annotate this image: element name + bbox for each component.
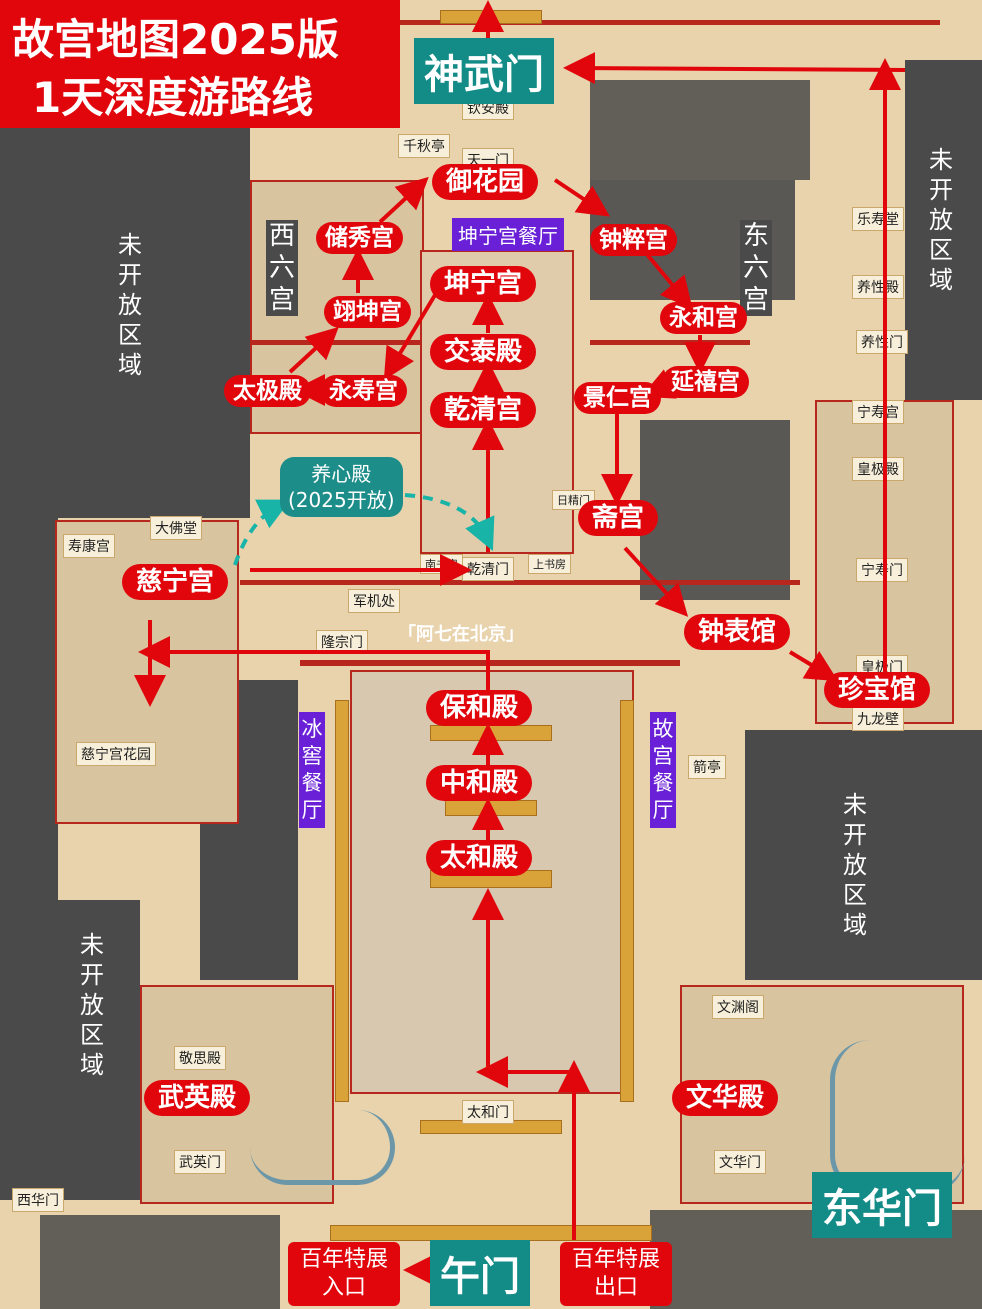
watermark: 「阿七在北京」 <box>398 624 524 645</box>
closed-zone-northwest <box>0 128 250 518</box>
label-junjichu: 军机处 <box>348 589 400 613</box>
wall-qianqing-row <box>240 580 800 585</box>
title-banner: 故宫地图2025版 1天深度游路线 <box>0 0 400 128</box>
label-yangxingmen: 养性门 <box>856 330 908 354</box>
arrow-yuhua-to-zhongcui <box>553 178 610 217</box>
label-jiulongbi: 九龙壁 <box>852 707 904 731</box>
exhibition-entry-line2: 入口 <box>322 1275 367 1300</box>
gate-wumen: 午门 <box>430 1240 530 1306</box>
yangxindian-line2: (2025开放) <box>288 488 395 512</box>
restaurant-bingjiao: 冰窖餐厅 <box>299 712 325 828</box>
label-leshoutang: 乐寿堂 <box>852 207 904 231</box>
stop-chuxiugong: 储秀宫 <box>316 222 403 254</box>
label-wuyingmen: 武英门 <box>174 1150 226 1174</box>
stop-zhongbiaoguan: 钟表馆 <box>684 614 791 650</box>
arrow-shenwumen-entry <box>563 52 906 85</box>
label-dafotang: 大佛堂 <box>150 516 202 540</box>
label-shoukanggong: 寿康宫 <box>63 534 115 558</box>
exhibition-exit-line1: 百年特展 <box>572 1247 661 1272</box>
label-cininggong-huayuan: 慈宁宫花园 <box>76 742 156 766</box>
stop-wenhuadian: 文华殿 <box>672 1080 779 1116</box>
closed-zone-southwest <box>0 900 140 1200</box>
stop-baohedian: 保和殿 <box>426 690 533 726</box>
stop-yanxigong: 延禧宫 <box>662 366 749 398</box>
gate-donghuamen: 东华门 <box>812 1172 952 1238</box>
closed-zone-northeast <box>905 60 982 400</box>
stop-yuhuayuan: 御花园 <box>432 164 539 200</box>
label-qianqiuting: 千秋亭 <box>398 134 450 158</box>
arrow-baohedian-to-cining <box>138 636 490 690</box>
exhibition-exit: 百年特展 出口 <box>560 1242 673 1306</box>
stop-taihedian: 太和殿 <box>426 840 533 876</box>
stop-zhonghedian: 中和殿 <box>426 765 533 801</box>
closed-area-label-sw: 未开放区域 <box>80 931 104 1079</box>
stop-yongshougong: 永寿宫 <box>320 375 407 407</box>
west-six-palaces-label: 西六宫 <box>266 220 298 316</box>
label-yangxingdian: 养性殿 <box>852 275 904 299</box>
closed-zone-east <box>745 730 982 980</box>
label-taihemen: 太和门 <box>462 1100 514 1124</box>
arrow-kunning-to-yongshou <box>383 288 440 381</box>
stop-kunninggong: 坤宁宫 <box>430 266 537 302</box>
wall-east-six <box>590 340 750 345</box>
roof-east-row <box>620 700 634 1102</box>
closed-area-label-ne: 未开放区域 <box>929 146 953 294</box>
roof-west-row <box>335 700 349 1102</box>
arrow-zhongbiao-to-zhenbao <box>788 650 839 682</box>
label-jianting: 箭亭 <box>688 755 726 779</box>
closed-zone-north-center <box>590 80 810 180</box>
label-wenhuamen: 文华门 <box>714 1150 766 1174</box>
stop-cininggong: 慈宁宫 <box>122 564 229 600</box>
closed-zone-center-east <box>640 420 790 600</box>
restaurant-gugong: 故宫餐厅 <box>650 712 676 828</box>
stop-qianqinggong: 乾清宫 <box>430 392 537 428</box>
label-huangjidian: 皇极殿 <box>852 457 904 481</box>
stop-jingrengong: 景仁宫 <box>574 382 661 414</box>
stop-taijidian: 太极殿 <box>224 375 311 407</box>
arrow-chuxiu-to-yuhua <box>378 176 429 224</box>
river-west <box>250 1110 395 1185</box>
closed-zone-southwest-low <box>40 1215 280 1309</box>
arrow-zhai-to-zhongbiao <box>623 546 689 617</box>
label-ningshoumen: 宁寿门 <box>856 558 908 582</box>
exhibition-entry-line1: 百年特展 <box>300 1247 389 1272</box>
wall-north <box>400 20 940 25</box>
stop-zhaigong: 斋宫 <box>578 500 659 536</box>
stop-yonghegong: 永和宫 <box>660 302 747 334</box>
label-xihuamen: 西华门 <box>12 1188 64 1212</box>
stop-zhongcuigong: 钟粹宫 <box>590 224 677 256</box>
stop-yikungong: 翊坤宫 <box>324 296 411 328</box>
label-jingsidian: 敬思殿 <box>174 1046 226 1070</box>
stop-jiaotaidian: 交泰殿 <box>430 334 537 370</box>
arrow-zhongcui-to-yonghe <box>643 250 693 310</box>
exhibition-exit-line2: 出口 <box>594 1275 639 1300</box>
title-line-2: 1天深度游路线 <box>32 73 314 122</box>
stop-zhenbaoguan: 珍宝馆 <box>824 672 931 708</box>
restaurant-kunning: 坤宁宫餐厅 <box>452 218 564 251</box>
yangxindian-line1: 养心殿 <box>311 462 372 486</box>
stop-wuyingdian: 武英殿 <box>144 1080 251 1116</box>
closed-area-label-e: 未开放区域 <box>843 791 867 939</box>
exhibition-entry: 百年特展 入口 <box>288 1242 401 1306</box>
east-six-palaces-label: 东六宫 <box>740 220 772 316</box>
label-wenyuange: 文渊阁 <box>712 995 764 1019</box>
gate-shenwumen: 神武门 <box>414 38 554 104</box>
arrow-teal-yangxin-to-qianqingmen <box>404 493 495 551</box>
closed-area-label-nw: 未开放区域 <box>118 231 142 379</box>
title-line-1: 故宫地图2025版 <box>12 15 339 64</box>
arrow-teal-cining-to-yangxin <box>233 499 291 566</box>
arrow-taiji-to-yikun <box>288 326 339 374</box>
label-ningshougong: 宁寿宫 <box>852 400 904 424</box>
label-shangshufang: 上书房 <box>528 554 571 574</box>
yangxindian-label: 养心殿 (2025开放) <box>280 457 403 517</box>
